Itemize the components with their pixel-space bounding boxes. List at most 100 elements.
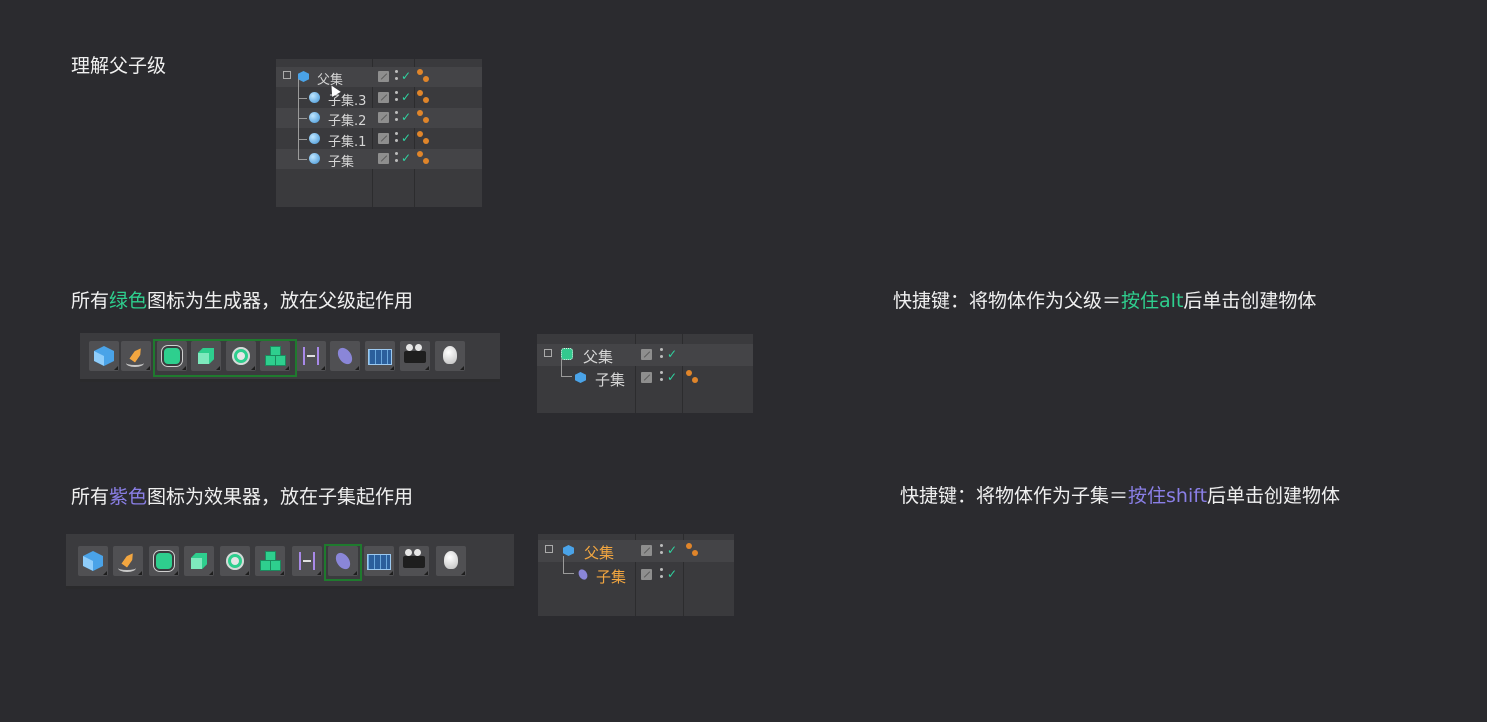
lathe-button[interactable] [220, 546, 250, 576]
tag-icon[interactable] [417, 110, 431, 124]
shortcut-key-alt: 按住alt [1121, 290, 1184, 312]
object-name[interactable]: 子集.3 [328, 94, 367, 109]
deformer-button[interactable] [330, 341, 360, 371]
collapse-icon[interactable] [545, 545, 553, 553]
object-row-parent[interactable]: 父集 ✓ [537, 344, 753, 366]
object-row-child[interactable]: 子集.3 ✓ [276, 79, 482, 109]
green-generator-heading: 所有绿色图标为生成器，放在父级起作用 [71, 286, 413, 313]
enabled-check-icon[interactable]: ✓ [667, 567, 678, 581]
object-name[interactable]: 父集 [584, 544, 615, 562]
collapse-icon[interactable] [544, 349, 552, 357]
light-button[interactable] [436, 546, 466, 576]
tree-connector [561, 359, 572, 377]
extrude-button[interactable] [191, 341, 221, 371]
object-row-child[interactable]: 子集 ✓ [538, 556, 734, 586]
visibility-dots-icon[interactable] [660, 568, 664, 580]
object-name[interactable]: 父集 [583, 348, 614, 366]
sphere-object-icon [309, 133, 320, 144]
object-row-child[interactable]: 子集.2 ✓ [276, 98, 482, 129]
object-row-parent[interactable]: 父集 ✓ [538, 540, 734, 562]
object-name[interactable]: 子集 [595, 371, 626, 389]
tag-icon[interactable] [686, 543, 700, 557]
object-name[interactable]: 子集.1 [328, 135, 367, 150]
layer-icon[interactable] [641, 349, 652, 360]
cube-icon [94, 346, 114, 366]
shortcut-text: 快捷键：将物体作为子集＝ [900, 485, 1129, 507]
generator-highlight-frame [153, 339, 297, 377]
floor-button[interactable] [365, 341, 395, 371]
visibility-dots-icon[interactable] [660, 544, 664, 556]
tree-connector [298, 118, 307, 140]
visibility-dots-icon[interactable] [395, 70, 399, 82]
enabled-check-icon[interactable]: ✓ [401, 131, 412, 145]
light-button[interactable] [435, 341, 465, 371]
visibility-dots-icon[interactable] [395, 152, 399, 164]
layer-icon[interactable] [641, 545, 652, 556]
column-divider [635, 334, 636, 413]
visibility-dots-icon[interactable] [660, 371, 664, 383]
object-row-child[interactable]: 子集 ✓ [537, 359, 753, 389]
heading-text: 所有 [71, 290, 110, 312]
symmetry-button[interactable] [296, 341, 326, 371]
shortcut-key-shift: 按住shift [1128, 485, 1208, 507]
object-row-parent[interactable]: 父集 ✓ [276, 67, 482, 88]
tag-icon[interactable] [417, 90, 431, 104]
object-name[interactable]: 子集 [596, 568, 627, 586]
cube-button[interactable] [78, 546, 108, 576]
extrude-button[interactable] [184, 546, 214, 576]
object-row-child[interactable]: 子集 ✓ [276, 139, 482, 170]
subdivision-generator-icon [164, 348, 180, 364]
tag-icon[interactable] [686, 370, 700, 384]
lathe-generator-icon [226, 552, 244, 570]
cloner-button[interactable] [260, 341, 290, 371]
enabled-check-icon[interactable]: ✓ [667, 347, 678, 361]
floor-button[interactable] [364, 546, 394, 576]
floor-grid-icon [367, 554, 391, 570]
layer-icon[interactable] [641, 372, 652, 383]
deformer-button[interactable] [328, 546, 358, 576]
enabled-check-icon[interactable]: ✓ [667, 543, 678, 557]
subdivision-button[interactable] [149, 546, 179, 576]
collapse-icon[interactable] [283, 71, 291, 79]
pen-button[interactable] [113, 546, 143, 576]
camera-button[interactable] [399, 546, 429, 576]
object-name[interactable]: 子集 [328, 155, 355, 170]
layer-icon[interactable] [641, 569, 652, 580]
layer-icon[interactable] [378, 92, 389, 103]
lathe-button[interactable] [226, 341, 256, 371]
layer-icon[interactable] [378, 112, 389, 123]
subdivision-button[interactable] [157, 341, 187, 371]
layer-icon[interactable] [378, 153, 389, 164]
cube-object-icon [575, 372, 586, 383]
layer-icon[interactable] [378, 133, 389, 144]
tag-icon[interactable] [417, 69, 431, 83]
visibility-dots-icon[interactable] [395, 111, 399, 123]
pen-button[interactable] [121, 341, 151, 371]
tag-icon[interactable] [417, 131, 431, 145]
enabled-check-icon[interactable]: ✓ [401, 90, 412, 104]
tag-icon[interactable] [417, 151, 431, 165]
object-name[interactable]: 父集 [317, 73, 344, 88]
enabled-check-icon[interactable]: ✓ [667, 370, 678, 384]
visibility-dots-icon[interactable] [660, 348, 664, 360]
column-divider [635, 534, 636, 616]
cloner-generator-icon [265, 346, 286, 366]
object-manager-child-example: 父集 ✓ 子集 ✓ [538, 534, 734, 616]
lathe-generator-icon [232, 347, 250, 365]
enabled-check-icon[interactable]: ✓ [401, 69, 412, 83]
enabled-check-icon[interactable]: ✓ [401, 110, 412, 124]
cube-button[interactable] [89, 341, 119, 371]
visibility-dots-icon[interactable] [395, 132, 399, 144]
layer-icon[interactable] [378, 71, 389, 82]
camera-button[interactable] [400, 341, 430, 371]
heading-text: 所有 [71, 486, 110, 508]
visibility-dots-icon[interactable] [395, 91, 399, 103]
enabled-check-icon[interactable]: ✓ [401, 151, 412, 165]
cube-object-icon [298, 71, 309, 82]
pen-spline-icon [118, 551, 138, 572]
object-name[interactable]: 子集.2 [328, 114, 367, 129]
object-row-child[interactable]: 子集.1 ✓ [276, 118, 482, 150]
cloner-button[interactable] [255, 546, 285, 576]
pen-spline-icon [126, 346, 146, 367]
symmetry-button[interactable] [292, 546, 322, 576]
